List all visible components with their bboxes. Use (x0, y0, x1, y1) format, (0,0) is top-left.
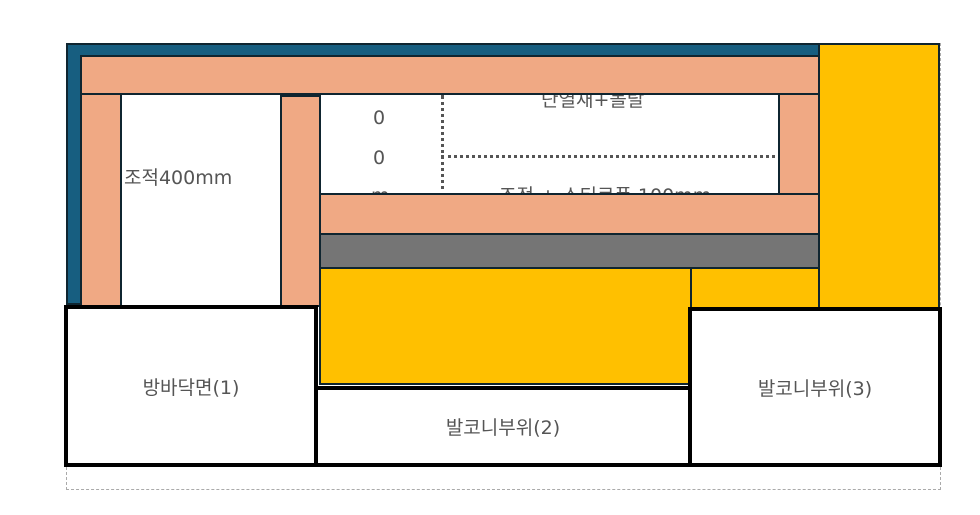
brick-top-band (80, 55, 820, 95)
brick-right-column (778, 93, 820, 195)
dotted-divider-vertical (441, 95, 444, 193)
balcony-2-box: 발코니부위(2) (314, 386, 692, 467)
brick-lower-band (319, 193, 820, 235)
brick-left-column (80, 93, 122, 307)
masonry-styrofoam-label: 조적 + 스티로폼 100mm (499, 181, 711, 193)
insulation-right-column (818, 43, 940, 310)
balcony-2-label: 발코니부위(2) (445, 417, 561, 439)
balcony-3-box: 발코니부위(3) (688, 307, 942, 467)
vertical-col-1: 0 (373, 147, 386, 169)
brick-mid-column (280, 95, 321, 307)
upper-white-area: 0 0 m 단열재+몰탈 조적 + 스티로폼 100mm (319, 93, 780, 195)
insulation-small (690, 267, 820, 310)
vertical-col-0: 0 (373, 107, 386, 129)
masonry-400-box (120, 93, 282, 307)
mortar-band (319, 233, 820, 269)
balcony-3-label: 발코니부위(3) (757, 377, 873, 400)
vertical-col-2: m (371, 185, 390, 193)
masonry-400-label: 조적400mm (124, 167, 233, 189)
room-floor-box: 방바닥면(1) (64, 305, 318, 467)
dotted-divider-horizontal (441, 155, 778, 158)
insulation-center (319, 267, 692, 385)
top-right-label: 단열재+몰탈 (541, 93, 645, 111)
room-floor-label: 방바닥면(1) (142, 376, 240, 399)
